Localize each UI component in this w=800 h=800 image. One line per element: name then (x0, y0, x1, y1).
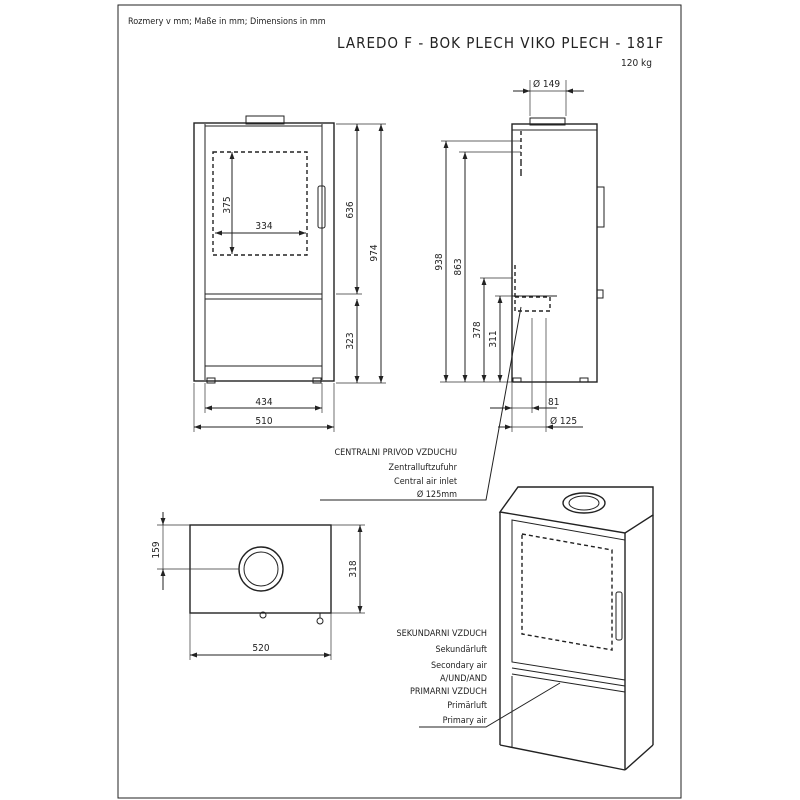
top-view: 159 318 520 (151, 512, 365, 660)
sheet-border (117, 4, 682, 799)
front-view: 375 334 636 323 974 434 510 (193, 115, 386, 432)
iso-flue-outer (562, 492, 606, 514)
iso-glass-window (521, 533, 613, 651)
top-flue-outer (238, 546, 284, 592)
dim-flue-diameter: Ø 149 (533, 78, 560, 90)
dim-total-width: 510 (255, 416, 272, 427)
central-air-diameter: Ø 125mm (417, 489, 457, 500)
dim-upper-section: 863 (453, 258, 464, 275)
dim-total-height: 974 (369, 244, 380, 261)
primary-air-de: Primärluft (447, 701, 487, 711)
dim-flue-height: 938 (434, 253, 445, 270)
units-note: Rozmery v mm; Maße in mm; Dimensions in … (128, 17, 326, 27)
dim-inlet-offset: 81 (548, 397, 559, 408)
secondary-air-en: Secondary air (431, 661, 488, 671)
iso-flue-inner (568, 495, 600, 511)
side-view: Ø 149 938 863 378 311 81 (434, 78, 605, 432)
central-air-label-en: Central air inlet (394, 477, 457, 487)
dim-upper-height: 636 (345, 201, 356, 218)
central-air-inlet (514, 296, 551, 312)
weight-label: 120 kg (621, 58, 652, 69)
air-callout: SEKUNDARNI VZDUCH Sekundärluft Secondary… (396, 629, 561, 728)
side-body-outline (511, 123, 598, 383)
primary-air-cz: PRIMARNI VZDUCH (410, 687, 487, 697)
dim-window-width: 334 (255, 221, 272, 232)
secondary-air-de: Sekundärluft (436, 645, 487, 655)
dim-flue-offset: 159 (151, 541, 162, 558)
dim-top-width: 520 (252, 643, 269, 654)
drawing-title: LAREDO F - BOK PLECH VIKO PLECH - 181F (337, 34, 664, 52)
secondary-air-cz: SEKUNDARNI VZDUCH (396, 629, 487, 639)
side-door-handle (597, 186, 605, 228)
central-air-callout: CENTRALNI PRIVOD VZDUCHU Zentralluftzufu… (320, 306, 522, 501)
and-label: A/UND/AND (440, 674, 487, 684)
iso-top-plate (498, 486, 654, 534)
isometric-view (498, 486, 654, 771)
iso-door (511, 519, 626, 681)
side-flue-collar (529, 117, 566, 126)
top-flue-inner (243, 551, 279, 587)
dim-lower-height: 323 (345, 332, 356, 349)
front-body-outline (193, 122, 335, 382)
dim-inlet-diameter: Ø 125 (550, 415, 577, 427)
iso-door-handle (615, 591, 623, 641)
dim-inlet-center: 311 (488, 330, 499, 347)
dim-window-height: 375 (222, 196, 233, 213)
dim-inlet-height: 378 (472, 321, 483, 338)
central-air-label-cz: CENTRALNI PRIVOD VZDUCHU (335, 448, 458, 458)
dim-depth: 318 (348, 560, 359, 577)
primary-air-en: Primary air (443, 716, 488, 726)
door-handle (317, 185, 326, 229)
dim-base-width: 434 (255, 397, 272, 408)
central-air-label-de: Zentralluftzufuhr (389, 463, 458, 473)
front-flue-collar (245, 115, 285, 125)
